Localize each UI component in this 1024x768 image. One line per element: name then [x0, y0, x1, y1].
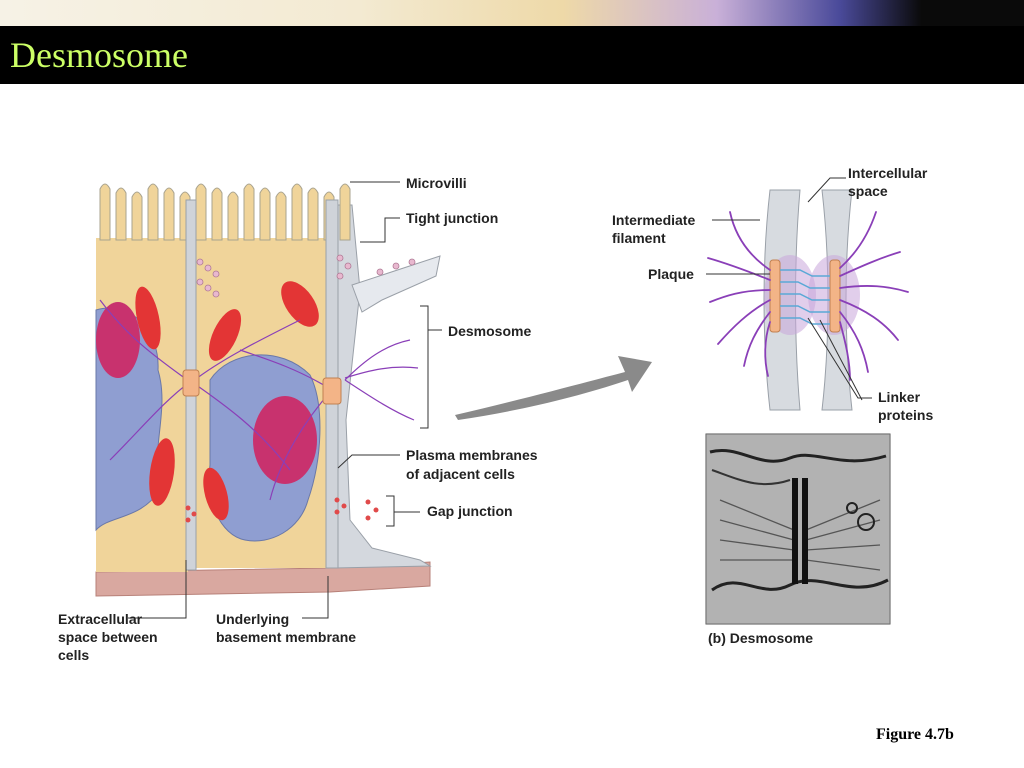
label-extracellular-line3: cells: [58, 647, 89, 663]
microvillus: [99, 183, 111, 241]
chromatin: [96, 302, 140, 378]
microvillus: [291, 183, 303, 241]
label-plasma-membranes-line2: of adjacent cells: [406, 466, 515, 482]
tight-junction-beads: [196, 254, 416, 298]
plaque-right: [829, 259, 841, 333]
label-tight-junction: Tight junction: [406, 210, 498, 226]
microvillus: [211, 187, 223, 241]
label-plasma-membranes: Plasma membranes: [406, 447, 538, 463]
label-micrograph-caption: (b) Desmosome: [708, 630, 813, 646]
title-bar: [0, 26, 1024, 84]
top-decorative-banner: [0, 0, 1024, 26]
label-intermediate-line2: filament: [612, 230, 666, 246]
slide-title: Desmosome: [10, 35, 188, 75]
desmosome-detail: [707, 189, 909, 411]
desmosome-plaque: [182, 369, 200, 397]
microvillus: [115, 187, 127, 241]
mitochondrion: [149, 438, 175, 506]
zoom-arrow: [455, 356, 652, 420]
epithelial-cells-illustration: [95, 183, 441, 597]
microvilli: [99, 183, 351, 241]
linker-proteins: [780, 269, 830, 325]
leader-lines-left: [128, 181, 442, 619]
intermediate-filament-strands: [707, 211, 909, 381]
microvillus: [339, 183, 351, 241]
label-linker-line2: proteins: [878, 407, 933, 423]
figure-reference: Figure 4.7b: [876, 726, 954, 743]
label-linker: Linker: [878, 389, 921, 405]
label-extracellular-line2: space between: [58, 629, 158, 645]
microvillus: [131, 191, 143, 241]
plaque-left: [769, 259, 781, 333]
mitochondrion: [203, 467, 229, 521]
label-extracellular: Extracellular: [58, 611, 143, 627]
microvillus: [243, 183, 255, 241]
label-underlying: Underlying: [216, 611, 289, 627]
label-gap-junction: Gap junction: [427, 503, 513, 519]
mitochondrion: [208, 309, 242, 361]
label-desmosome: Desmosome: [448, 323, 531, 339]
gap-junction-dots: [185, 497, 379, 523]
label-microvilli: Microvilli: [406, 175, 467, 191]
microvillus: [147, 183, 159, 241]
chromatin: [253, 396, 317, 484]
microvillus: [307, 187, 319, 241]
label-intermediate: Intermediate: [612, 212, 695, 228]
leader-lines-right: [706, 177, 872, 401]
microvillus: [259, 187, 271, 241]
label-intercellular-line2: space: [848, 183, 888, 199]
mitochondrion: [135, 286, 161, 350]
label-plaque: Plaque: [648, 266, 694, 282]
desmosome-diagram: Microvilli Tight junction Desmosome Plas…: [58, 165, 933, 663]
electron-micrograph: [705, 433, 891, 625]
label-intercellular: Intercellular: [848, 165, 928, 181]
microvillus: [163, 187, 175, 241]
mitochondrion: [281, 281, 319, 327]
cut-membrane-edge: [333, 204, 432, 569]
peeled-membrane-flap: [351, 255, 441, 313]
microvillus: [227, 191, 239, 241]
label-basement-membrane: basement membrane: [216, 629, 356, 645]
desmosome-plaque: [322, 377, 342, 405]
microvillus: [275, 191, 287, 241]
microvillus: [195, 183, 207, 241]
